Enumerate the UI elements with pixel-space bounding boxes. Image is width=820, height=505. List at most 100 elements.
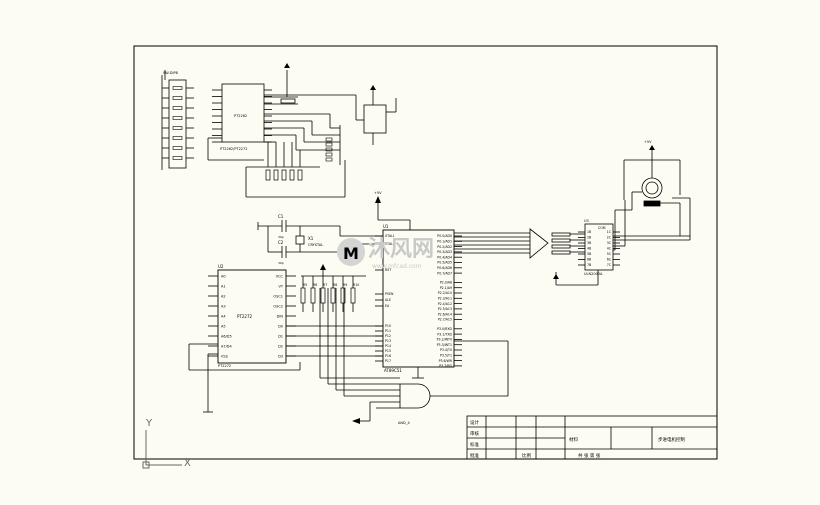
mcu-port1-label: P15	[385, 349, 391, 353]
decoder-name: PT2272	[237, 314, 252, 319]
mcu-right-pin-label: P0.1/AD1	[437, 240, 452, 244]
mcu-right-pin-label: P2.7/A15	[438, 318, 452, 322]
driver-arrow	[553, 274, 559, 279]
decoder-wiring	[188, 325, 383, 413]
remote-chip	[221, 83, 265, 143]
mcu-right-pin-label: P3.2/INT0	[437, 338, 452, 342]
vcc-arrow-rf	[370, 85, 376, 90]
tb-title: 步进电机控制	[658, 436, 685, 443]
decoder-left-label: A2	[221, 295, 226, 299]
rpack-vcc-arrow	[320, 264, 326, 270]
axis-x-label: X	[184, 458, 191, 469]
mcu-right-pin-label: P0.7/AD7	[437, 271, 452, 275]
encoder-diode	[325, 147, 333, 152]
crystal-type: CRYSTAL	[308, 243, 323, 247]
mcu-right-pin-label: P2.1/A9	[440, 286, 452, 290]
decoder-pins: A0A1A2A3A4A5A6/D5A7/D4VSSVCCVTOSC1OSC2DI…	[208, 275, 296, 359]
dip-switch-toggle	[172, 96, 183, 100]
remote-chip-name: PT2262	[234, 114, 247, 118]
decoder-right-label: D0	[278, 325, 283, 329]
mcu-right-pin-label: P3.0/RXD	[437, 327, 452, 331]
decoder-left-label: A5	[221, 325, 226, 329]
watermark-url: www.mfcad.com	[372, 263, 422, 270]
driver-wiring	[555, 235, 690, 286]
encoder-resistor	[281, 169, 287, 181]
mcu-right-pin-label: P0.3/AD3	[437, 250, 452, 254]
decoder-left-label: A6/D5	[221, 335, 232, 339]
decoder-left-label: VSS	[221, 355, 229, 359]
driver-output-label: 7C	[607, 263, 612, 267]
buffer-block	[529, 228, 585, 259]
axis-y-label: Y	[145, 418, 153, 429]
decoder-right-label: VCC	[276, 275, 284, 279]
switch-label: SW-DIP8	[163, 71, 178, 75]
mcu-right-pin-label: P3.4/T0	[440, 348, 452, 352]
c2-value: 30p	[278, 261, 284, 265]
mcu-right-pin-label: P3.1/TXD	[437, 332, 452, 336]
encoder-resistor	[289, 169, 295, 181]
vcc-arrow-enc	[284, 63, 290, 68]
decoder-right-label: DIN	[277, 315, 284, 319]
decoder-left-label: A7/D4	[221, 345, 232, 349]
dip-switch-toggle	[172, 156, 183, 160]
dip-switch-toggle	[172, 116, 183, 120]
decoder-left-label: A1	[221, 285, 226, 289]
resistor	[320, 287, 326, 304]
crystal-circuit	[257, 220, 383, 258]
mcu-vcc-arrow	[375, 196, 381, 203]
mcu-right-pin-label: P0.2/AD2	[437, 245, 452, 249]
driver-name: ULN2003A	[584, 272, 603, 276]
encoder-resistor	[265, 169, 271, 181]
resistor	[350, 287, 356, 304]
tb-row-4: 批准	[470, 452, 479, 459]
decoder-left-label: A0	[221, 275, 226, 279]
driver-input-label: 6B	[587, 258, 591, 262]
crystal-label: X1	[308, 236, 314, 241]
mcu-right-pin-label: P2.0/A8	[440, 281, 452, 285]
dip-switch-block	[161, 70, 187, 170]
mcu-to-driver-bus	[454, 232, 530, 254]
ucs-axes-icon	[142, 430, 182, 469]
mcu-port1-label: P11	[385, 329, 391, 333]
mcu-right-pin-label: P3.3/INT1	[437, 343, 452, 347]
driver-input-label: 2B	[587, 236, 591, 240]
driver-input-label: 7B	[587, 263, 591, 267]
driver-input-label: 3B	[587, 241, 591, 245]
and-output-arrow	[352, 418, 360, 424]
tb-scale: 比例	[522, 452, 531, 459]
mcu-right-pins: P0.0/AD0P0.1/AD1P0.2/AD2P0.3/AD3P0.4/AD4…	[437, 234, 462, 368]
mcu-right-pin-label: P0.4/AD4	[437, 255, 452, 259]
mcu-left-pin-label: ALE	[385, 298, 391, 302]
resistor-label: R9	[343, 283, 347, 287]
dip-switch-toggle	[172, 146, 183, 150]
driver-input-label: 4B	[587, 247, 591, 251]
resistor	[310, 287, 316, 304]
driver-output-label: 3C	[607, 241, 612, 245]
mcu-right-pin-label: P2.2/A10	[438, 291, 452, 295]
driver-com-label: COM	[598, 226, 606, 230]
watermark-logo: M 沐风网 www.mfcad.com	[337, 237, 434, 270]
tb-material: 材料	[569, 436, 578, 443]
encoder-diode	[325, 157, 333, 162]
driver-chip	[584, 223, 614, 271]
mcu-right-pin-label: P0.5/AD5	[437, 261, 452, 265]
driver-input-label: 1B	[587, 230, 591, 234]
mcu-left-pin-label: RST	[385, 268, 391, 272]
dip-switch-toggle	[172, 106, 183, 110]
mcu-port1-label: P17	[385, 359, 391, 363]
decoder-right-label: OSC1	[273, 295, 283, 299]
driver-output-label: 6C	[607, 258, 612, 262]
driver-output-label: 2C	[607, 236, 612, 240]
mcu-right-pin-label: P3.5/T1	[440, 354, 452, 358]
dip-switch-toggle	[172, 126, 183, 130]
decoder-right-label: VT	[278, 285, 283, 289]
mcu-right-pin-label: P3.6/WR	[439, 359, 453, 363]
decoder-right-label: D2	[278, 345, 283, 349]
mcu-vcc-label: +5V	[374, 191, 382, 195]
mcu-right-pin-label: P0.6/AD6	[437, 266, 452, 270]
decoder-right-label: OSC2	[273, 305, 283, 309]
resistor-pack-wiring	[301, 268, 366, 277]
mcu-name: AT89C51	[384, 368, 402, 373]
